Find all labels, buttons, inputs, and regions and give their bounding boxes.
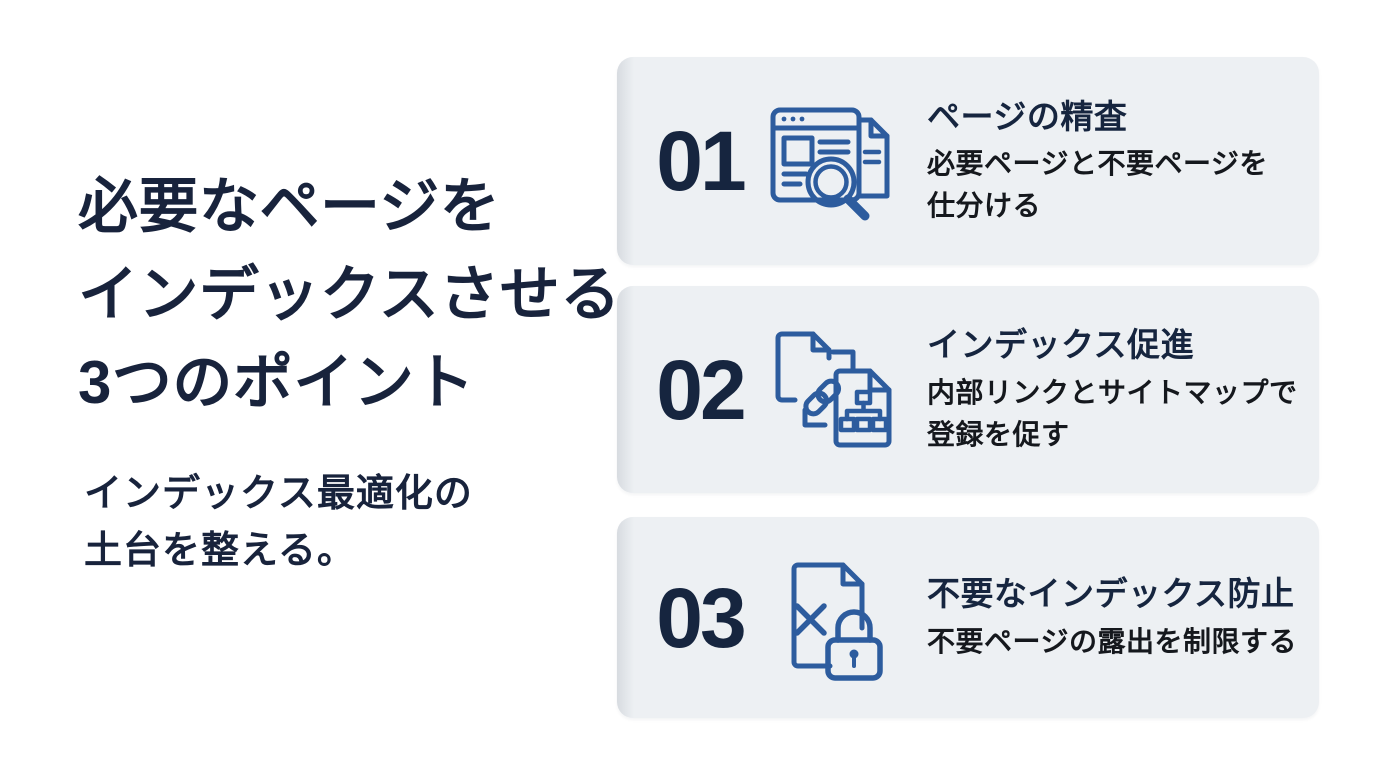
link-sitemap-icon: [767, 325, 897, 455]
magnifier: [805, 156, 870, 221]
points-list: 01: [617, 57, 1319, 718]
page-title-line-1: 必要なページを: [78, 173, 501, 240]
point-description-1: 必要ページと不要ページを 仕分ける: [927, 143, 1268, 227]
sitemap-document: [833, 368, 892, 447]
point-title-3: 不要なインデックス防止: [927, 575, 1295, 613]
point-description-1-line-1: 必要ページと不要ページを: [927, 148, 1268, 180]
point-description-1-line-2: 仕分ける: [927, 190, 1042, 222]
point-title-2: インデックス促進: [927, 326, 1195, 364]
point-text-3: 不要なインデックス防止 不要ページの露出を制限する: [927, 572, 1297, 663]
blocked-document: [791, 562, 865, 668]
point-description-3: 不要ページの露出を制限する: [927, 621, 1297, 663]
page-title-line-2: インデックスさせる: [78, 261, 621, 328]
page-subtitle-line-1: インデックス最適化の: [84, 473, 473, 515]
noindex-lock-icon: [767, 553, 897, 683]
page-title-line-3: 3つのポイント: [78, 349, 475, 416]
point-description-2-line-1: 内部リンクとサイトマップで: [927, 376, 1298, 408]
point-number-2: 02: [656, 342, 746, 437]
flow-arrows: [802, 349, 856, 427]
point-card-3: 03 不要なインデックス防止: [617, 517, 1319, 718]
point-card-2: 02: [617, 286, 1319, 493]
page-subtitle: インデックス最適化の 土台を整える。: [84, 466, 473, 580]
point-text-2: インデックス促進 内部リンクとサイトマップで 登録を促す: [927, 323, 1298, 456]
point-card-1: 01: [617, 57, 1319, 265]
point-number-1: 01: [656, 114, 746, 208]
point-title-1: ページの精査: [927, 97, 1128, 135]
page-subtitle-line-2: 土台を整える。: [84, 530, 356, 572]
point-description-2: 内部リンクとサイトマップで 登録を促す: [927, 372, 1298, 456]
point-description-3-line-1: 不要ページの露出を制限する: [927, 625, 1297, 657]
point-text-1: ページの精査 必要ページと不要ページを 仕分ける: [927, 95, 1268, 228]
page-title: 必要なページを インデックスさせる 3つのポイント: [78, 163, 621, 427]
back-page: [856, 117, 890, 199]
page-search-icon: [767, 96, 897, 226]
point-description-2-line-2: 登録を促す: [927, 418, 1070, 450]
padlock: [825, 608, 883, 681]
source-document: [775, 331, 832, 402]
point-number-3: 03: [656, 570, 746, 665]
